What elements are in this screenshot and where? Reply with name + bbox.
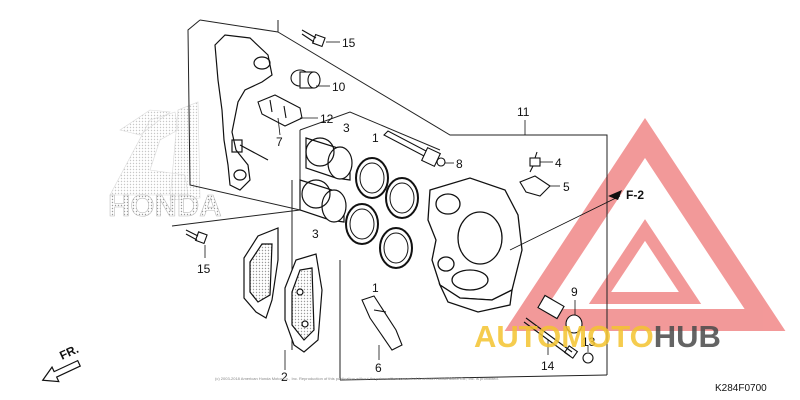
- label-15-lower: 15: [197, 262, 211, 276]
- label-5: 5: [563, 180, 570, 194]
- label-f2: F-2: [626, 188, 644, 202]
- svg-text:AUTOMOTOHUB: AUTOMOTOHUB: [474, 319, 721, 354]
- label-7: 7: [276, 135, 283, 149]
- label-4: 4: [555, 156, 562, 170]
- label-13: 13: [582, 335, 596, 349]
- label-2: 2: [281, 370, 288, 384]
- wordmark-hub: HUB: [654, 319, 721, 354]
- bolt-15-top: [301, 29, 326, 48]
- front-direction-label: FR.: [57, 342, 80, 363]
- clip-13: [582, 352, 594, 364]
- honda-text-watermark: HONDA: [108, 188, 222, 223]
- automotohub-wordmark: AUTOMOTOHUB: [474, 319, 721, 354]
- pad-pin-14: [523, 317, 579, 359]
- label-15-top: 15: [342, 36, 356, 50]
- caliper-body-11: [427, 177, 523, 313]
- label-1-lower: 1: [372, 281, 379, 295]
- slide-pin-8: [383, 130, 446, 168]
- label-3-lower: 3: [312, 227, 319, 241]
- f2-reference-arrow: [608, 190, 622, 200]
- caliper-bracket: [214, 34, 273, 191]
- part-number-labels: 15 10 12 7 3 1 8 11 4 5 F-2 3 1 15 2 6 9…: [197, 36, 644, 384]
- pad-spring-6: [361, 295, 403, 351]
- bolt-15-lower: [185, 229, 208, 245]
- pad-spring-7: [257, 94, 303, 127]
- label-3-upper: 3: [343, 121, 350, 135]
- label-1-upper: 1: [372, 131, 379, 145]
- label-6: 6: [375, 361, 382, 375]
- bleeder-valve-4: [529, 151, 541, 173]
- copyright-note: (c) 2003-2018 American Honda Motor Co., …: [215, 376, 499, 381]
- label-9: 9: [571, 285, 578, 299]
- boot-10: [290, 69, 321, 89]
- bleeder-cap-5: [519, 175, 551, 197]
- piston-seals-upper: [355, 157, 419, 219]
- front-direction-arrow: [41, 359, 82, 383]
- leader-lines: [204, 41, 621, 370]
- brake-pad-2-left: [243, 227, 279, 319]
- drawing-code: K284F0700: [715, 383, 767, 394]
- label-14: 14: [541, 359, 555, 373]
- piston-3-upper: [305, 137, 353, 181]
- boot-9: [537, 294, 583, 334]
- piston-3-lower: [299, 179, 347, 223]
- label-10: 10: [332, 80, 346, 94]
- label-11: 11: [517, 105, 530, 119]
- wordmark-auto: AUTO: [474, 319, 561, 354]
- label-12: 12: [320, 112, 334, 126]
- automotohub-triangle-logo: [504, 118, 786, 331]
- honda-wing-watermark: [109, 101, 201, 201]
- brake-pad-2-right: [284, 253, 323, 353]
- label-8: 8: [456, 157, 463, 171]
- piston-seals-lower: [345, 203, 413, 269]
- wordmark-moto: MOTO: [561, 319, 653, 354]
